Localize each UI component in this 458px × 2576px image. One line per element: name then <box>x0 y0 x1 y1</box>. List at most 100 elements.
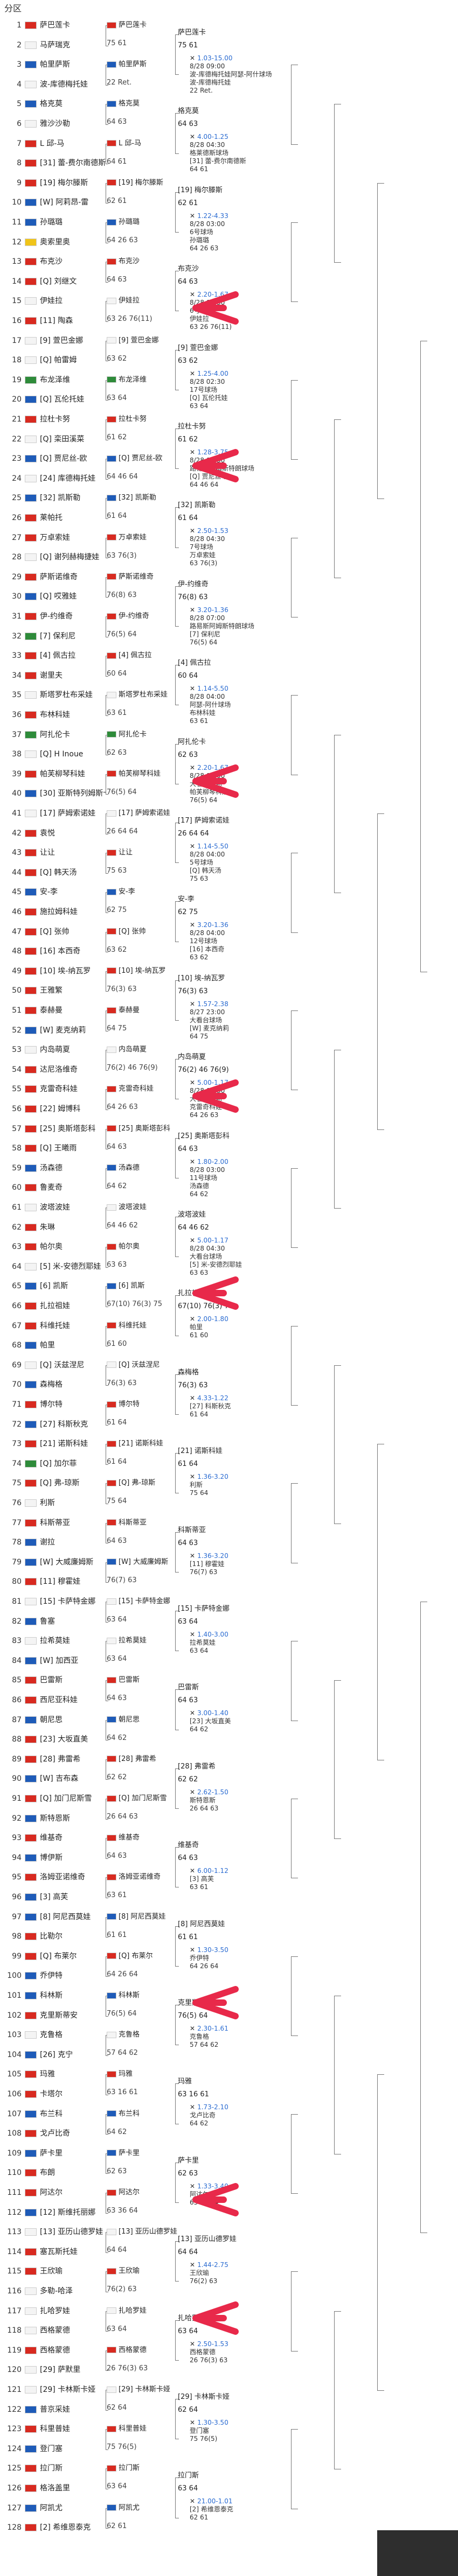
player-name[interactable]: [11] 穆霍娃 <box>40 1577 81 1587</box>
player-name[interactable]: 扎拉祖娃 <box>40 1302 70 1310</box>
match-player[interactable]: 布龙泽维 <box>107 371 203 389</box>
match-player[interactable]: 帕芙柳琴科娃 <box>107 765 203 783</box>
match-player[interactable]: 波塔波娃 <box>107 1198 203 1217</box>
player-name[interactable]: [19] 梅尔滕斯 <box>40 178 88 187</box>
player-name[interactable]: [Q] 弗-琼斯 <box>40 1479 80 1488</box>
player-name[interactable]: 王雅繁 <box>40 986 63 995</box>
match-player[interactable]: [25] 奥斯塔彭科 <box>107 1120 203 1138</box>
match-player[interactable]: 安-李 <box>107 883 203 901</box>
player-name[interactable]: [9] 萱巴金娜 <box>40 336 84 345</box>
r2-player[interactable]: [9] 萱巴金娜 <box>178 342 286 355</box>
player-name[interactable]: 帕尔奥 <box>40 1243 63 1252</box>
player-name[interactable]: [24] 库德梅托娃 <box>40 474 96 483</box>
player-name[interactable]: [W] 吉布森 <box>40 1774 79 1784</box>
match-player[interactable]: 洛姆亚诺维奇 <box>107 1868 203 1886</box>
match-player[interactable]: [28] 弗雷希 <box>107 1750 203 1768</box>
player-name[interactable]: 马萨瑞克 <box>40 40 70 50</box>
r2-player[interactable]: [10] 埃-纳瓦罗 <box>178 972 286 985</box>
player-name[interactable]: 科斯蒂亚 <box>40 1518 70 1527</box>
match-player[interactable]: 科维托娃 <box>107 1317 203 1335</box>
match-player[interactable]: [Q] 布莱尔 <box>107 1947 203 1966</box>
player-name[interactable]: 扎哈罗娃 <box>40 2306 70 2315</box>
r2-player[interactable]: [15] 卡萨特金娜 <box>178 1603 286 1616</box>
match-player[interactable]: 阿达尔 <box>107 2184 203 2202</box>
player-name[interactable]: [Q] 布莱尔 <box>40 1952 77 1961</box>
r2-player[interactable]: 萨卡里 <box>178 2154 286 2167</box>
player-name[interactable]: 伊-约维奇 <box>40 612 73 621</box>
player-name[interactable]: 帕芙柳琴科娃 <box>40 769 85 778</box>
player-name[interactable]: 布克沙 <box>40 257 63 266</box>
player-name[interactable]: [Q] 瓦伦托娃 <box>40 395 85 404</box>
match-player[interactable]: 巴雷斯 <box>107 1671 203 1689</box>
player-name[interactable]: 阿凯尤 <box>40 2503 63 2512</box>
match-player[interactable]: 阿扎伦卡 <box>107 726 203 744</box>
player-name[interactable]: 让让 <box>40 848 55 858</box>
player-name[interactable]: [27] 科斯秋克 <box>40 1420 88 1429</box>
player-name[interactable]: 萨巴莲卡 <box>40 21 70 30</box>
match-player[interactable]: [8] 阿尼西莫娃 <box>107 1908 203 1926</box>
r2-player[interactable]: 森梅格 <box>178 1366 286 1379</box>
player-name[interactable]: 谢拉 <box>40 1538 55 1547</box>
match-player[interactable]: 帕里萨斯 <box>107 55 203 74</box>
player-name[interactable]: [Q] 加门尼斯雪 <box>40 1794 92 1803</box>
match-player[interactable]: 拉希莫娃 <box>107 1632 203 1650</box>
player-name[interactable]: 拉门斯 <box>40 2464 63 2473</box>
player-name[interactable]: 布龙泽维 <box>40 375 70 384</box>
match-player[interactable]: 帕尔奥 <box>107 1238 203 1256</box>
match-player[interactable]: [32] 凯斯勒 <box>107 489 203 507</box>
r2-player[interactable]: 萨巴莲卡 <box>178 26 286 39</box>
player-name[interactable]: 莱帕托 <box>40 514 63 522</box>
player-name[interactable]: [16] 本西奇 <box>40 947 81 956</box>
match-player[interactable]: 拉门斯 <box>107 2459 203 2477</box>
match-player[interactable]: [Q] 加门尼斯雪 <box>107 1789 203 1808</box>
match-player[interactable]: 内岛萌夏 <box>107 1041 203 1059</box>
player-name[interactable]: [25] 奥斯塔彭科 <box>40 1124 96 1133</box>
player-name[interactable]: [Q] 帕雷姆 <box>40 356 77 365</box>
player-name[interactable]: 万卓索娃 <box>40 533 70 542</box>
player-name[interactable]: 格洛盖里 <box>40 2484 70 2493</box>
match-player[interactable]: [Q] 张帅 <box>107 923 203 941</box>
player-name[interactable]: [W] 麦克纳莉 <box>40 1026 86 1035</box>
match-player[interactable]: 博尔特 <box>107 1395 203 1414</box>
player-name[interactable]: 塞瓦斯托娃 <box>40 2247 78 2256</box>
player-name[interactable]: 利斯 <box>40 1499 55 1507</box>
r2-player[interactable]: 维基奇 <box>178 1839 286 1852</box>
player-name[interactable]: 巴雷斯 <box>40 1676 63 1685</box>
match-player[interactable]: [Q] 贾尼丝-欧 <box>107 450 203 468</box>
r2-player[interactable]: [28] 弗雷希 <box>178 1760 286 1773</box>
r2-player[interactable]: [8] 阿尼西莫娃 <box>178 1918 286 1931</box>
match-player[interactable]: 汤森德 <box>107 1159 203 1177</box>
player-name[interactable]: 戈卢比奇 <box>40 2129 70 2138</box>
match-player[interactable]: 维基奇 <box>107 1829 203 1847</box>
player-name[interactable]: 多勒-哈泽 <box>40 2287 73 2296</box>
match-player[interactable]: [W] 大威廉姆斯 <box>107 1553 203 1571</box>
match-player[interactable]: 让让 <box>107 844 203 862</box>
player-name[interactable]: [31] 蕾-费尔南德斯 <box>40 159 106 168</box>
match-player[interactable]: [6] 凯斯 <box>107 1277 203 1295</box>
r2-player[interactable]: 玛雅 <box>178 2075 286 2088</box>
player-name[interactable]: 拉希莫娃 <box>40 1637 70 1646</box>
player-name[interactable]: 泰赫曼 <box>40 1006 63 1015</box>
player-name[interactable]: 格克莫 <box>40 100 63 109</box>
player-name[interactable]: 博尔特 <box>40 1400 63 1409</box>
player-name[interactable]: 奥索里奥 <box>40 237 70 247</box>
player-name[interactable]: 帕里 <box>40 1341 55 1350</box>
player-name[interactable]: [13] 亚历山德罗娃 <box>40 2228 103 2237</box>
player-name[interactable]: [12] 斯维托丽娜 <box>40 2208 96 2217</box>
match-player[interactable]: 科林斯 <box>107 1987 203 2005</box>
match-player[interactable]: 西格蒙德 <box>107 2341 203 2360</box>
match-player[interactable]: 朝尼思 <box>107 1711 203 1729</box>
match-player[interactable]: [17] 萨姆索诺娃 <box>107 804 203 823</box>
player-name[interactable]: 克鲁格 <box>40 2031 63 2040</box>
player-name[interactable]: 汤森德 <box>40 1163 63 1173</box>
player-name[interactable]: 西尼亚科娃 <box>40 1696 78 1704</box>
match-player[interactable]: [Q] 弗-琼斯 <box>107 1474 203 1492</box>
match-player[interactable]: 孙璐璐 <box>107 213 203 231</box>
match-player[interactable]: [29] 卡林斯卡娅 <box>107 2381 203 2399</box>
match-player[interactable]: 克鲁格 <box>107 2026 203 2044</box>
player-name[interactable]: 袁悦 <box>40 829 55 838</box>
match-player[interactable]: 萨巴莲卡 <box>107 16 203 34</box>
match-player[interactable]: 布兰科 <box>107 2105 203 2123</box>
match-player[interactable]: [15] 卡萨特金娜 <box>107 1592 203 1611</box>
player-name[interactable]: 科里普娃 <box>40 2425 70 2434</box>
